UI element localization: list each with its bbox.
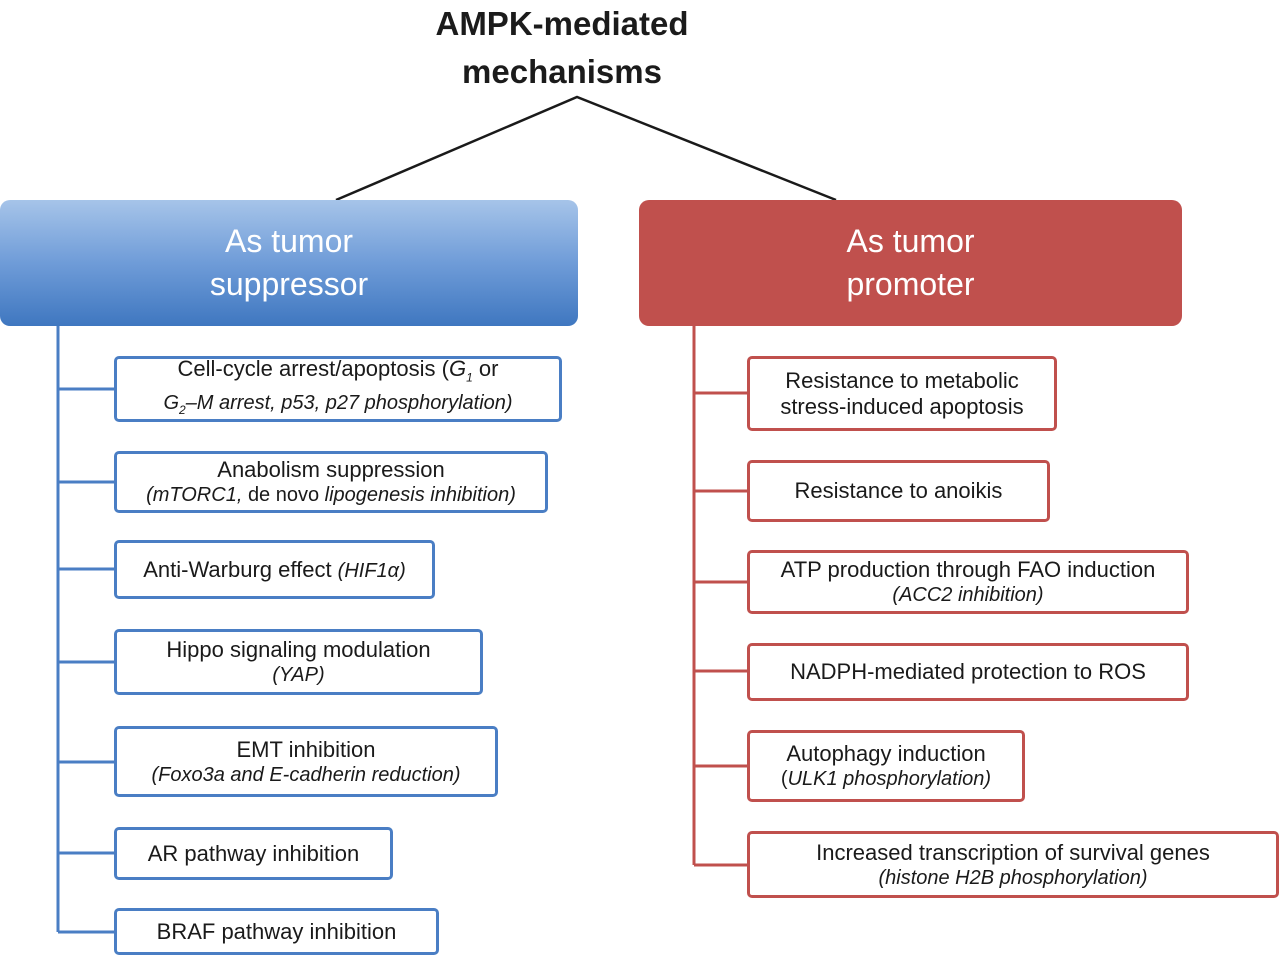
item-main-text: Anabolism suppression — [217, 457, 445, 482]
text-part: Anti-Warburg effect — [143, 556, 338, 582]
item-main-text: AR pathway inhibition — [147, 840, 360, 866]
suppressor-header-line1: As tumor — [224, 223, 354, 259]
text-part: (HIF1α) — [337, 559, 406, 582]
promoter-header-line1: As tumor — [846, 223, 975, 259]
item-sub-text: (ULK1 phosphorylation) — [781, 767, 991, 791]
promoter-item-atp-production: ATP production through FAO induction (AC… — [747, 550, 1189, 614]
item-sub-text: (Foxo3a and E-cadherin reduction) — [151, 763, 461, 786]
suppressor-header: As tumor suppressor — [0, 200, 578, 326]
text-part: ULK1 phosphorylation) — [787, 768, 992, 790]
item-main-text: BRAF pathway inhibition — [156, 918, 397, 944]
suppressor-item-ar: AR pathway inhibition — [114, 827, 393, 880]
item-main-text: Anti-Warburg effect (HIF1α) — [143, 557, 406, 583]
text-part: 1 — [466, 370, 473, 385]
item-sub-text: (histone H2B phosphorylation) — [878, 866, 1148, 889]
promoter-header-line2: promoter — [846, 266, 975, 302]
suppressor-header-line2: suppressor — [209, 266, 369, 302]
text-part: de novo — [247, 484, 320, 506]
text-part: Cell-cycle arrest/apoptosis ( — [177, 356, 449, 382]
promoter-item-autophagy: Autophagy induction (ULK1 phosphorylatio… — [747, 730, 1025, 802]
diagram-title-line2: mechanisms — [462, 53, 662, 90]
promoter-header: As tumor promoter — [639, 200, 1182, 326]
item-sub-text: (ACC2 inhibition) — [892, 584, 1044, 606]
suppressor-item-cell-cycle: Cell-cycle arrest/apoptosis (G1 or G2–M … — [114, 356, 562, 422]
suppressor-item-braf: BRAF pathway inhibition — [114, 908, 439, 955]
item-main-text: Cell-cycle arrest/apoptosis (G1 or — [178, 356, 499, 390]
promoter-item-survival-genes: Increased transcription of survival gene… — [747, 831, 1279, 898]
text-part: 2 — [179, 402, 186, 417]
text-part: ( — [780, 768, 788, 790]
suppressor-item-anabolism: Anabolism suppression (mTORC1, de novo l… — [114, 451, 548, 513]
suppressor-tree-lines — [56, 326, 114, 934]
suppressor-item-anti-warburg: Anti-Warburg effect (HIF1α) — [114, 540, 435, 599]
text-part: G — [163, 391, 179, 414]
item-main-text: Resistance to anoikis — [794, 478, 1003, 503]
item-main-text: Resistance to metabolic — [785, 367, 1019, 393]
text-part: lipogenesis inhibition) — [319, 484, 516, 506]
item-main-text: Increased transcription of survival gene… — [816, 839, 1210, 865]
text-part: G — [448, 356, 467, 382]
text-part: or — [472, 356, 499, 382]
promoter-item-nadph: NADPH-mediated protection to ROS — [747, 643, 1189, 701]
diagram-title-line1: AMPK-mediated — [435, 5, 689, 42]
text-part: –M arrest, p53, p27 phosphorylation) — [185, 391, 513, 414]
item-main-text: Autophagy induction — [786, 741, 986, 766]
item-main-text: ATP production through FAO induction — [780, 557, 1156, 582]
suppressor-item-hippo: Hippo signaling modulation (YAP) — [114, 629, 483, 695]
root-branch-lines — [335, 95, 837, 202]
item-sub-text: G2–M arrest, p53, p27 phosphorylation) — [163, 391, 512, 422]
item-main-text: EMT inhibition — [236, 736, 376, 762]
item-sub-text: (mTORC1, de novo lipogenesis inhibition) — [146, 483, 516, 507]
diagram-title: AMPK-mediated mechanisms — [332, 0, 792, 96]
suppressor-item-emt: EMT inhibition (Foxo3a and E-cadherin re… — [114, 726, 498, 797]
item-sub-text: (YAP) — [272, 664, 325, 686]
item-main-text: NADPH-mediated protection to ROS — [790, 659, 1146, 684]
promoter-tree-lines — [692, 326, 747, 867]
promoter-item-metabolic-stress: Resistance to metabolic stress-induced a… — [747, 356, 1057, 431]
item-main-text: Hippo signaling modulation — [166, 637, 431, 662]
promoter-item-anoikis: Resistance to anoikis — [747, 460, 1050, 522]
text-part: (mTORC1, — [146, 484, 248, 506]
item-main-text: stress-induced apoptosis — [780, 393, 1024, 419]
